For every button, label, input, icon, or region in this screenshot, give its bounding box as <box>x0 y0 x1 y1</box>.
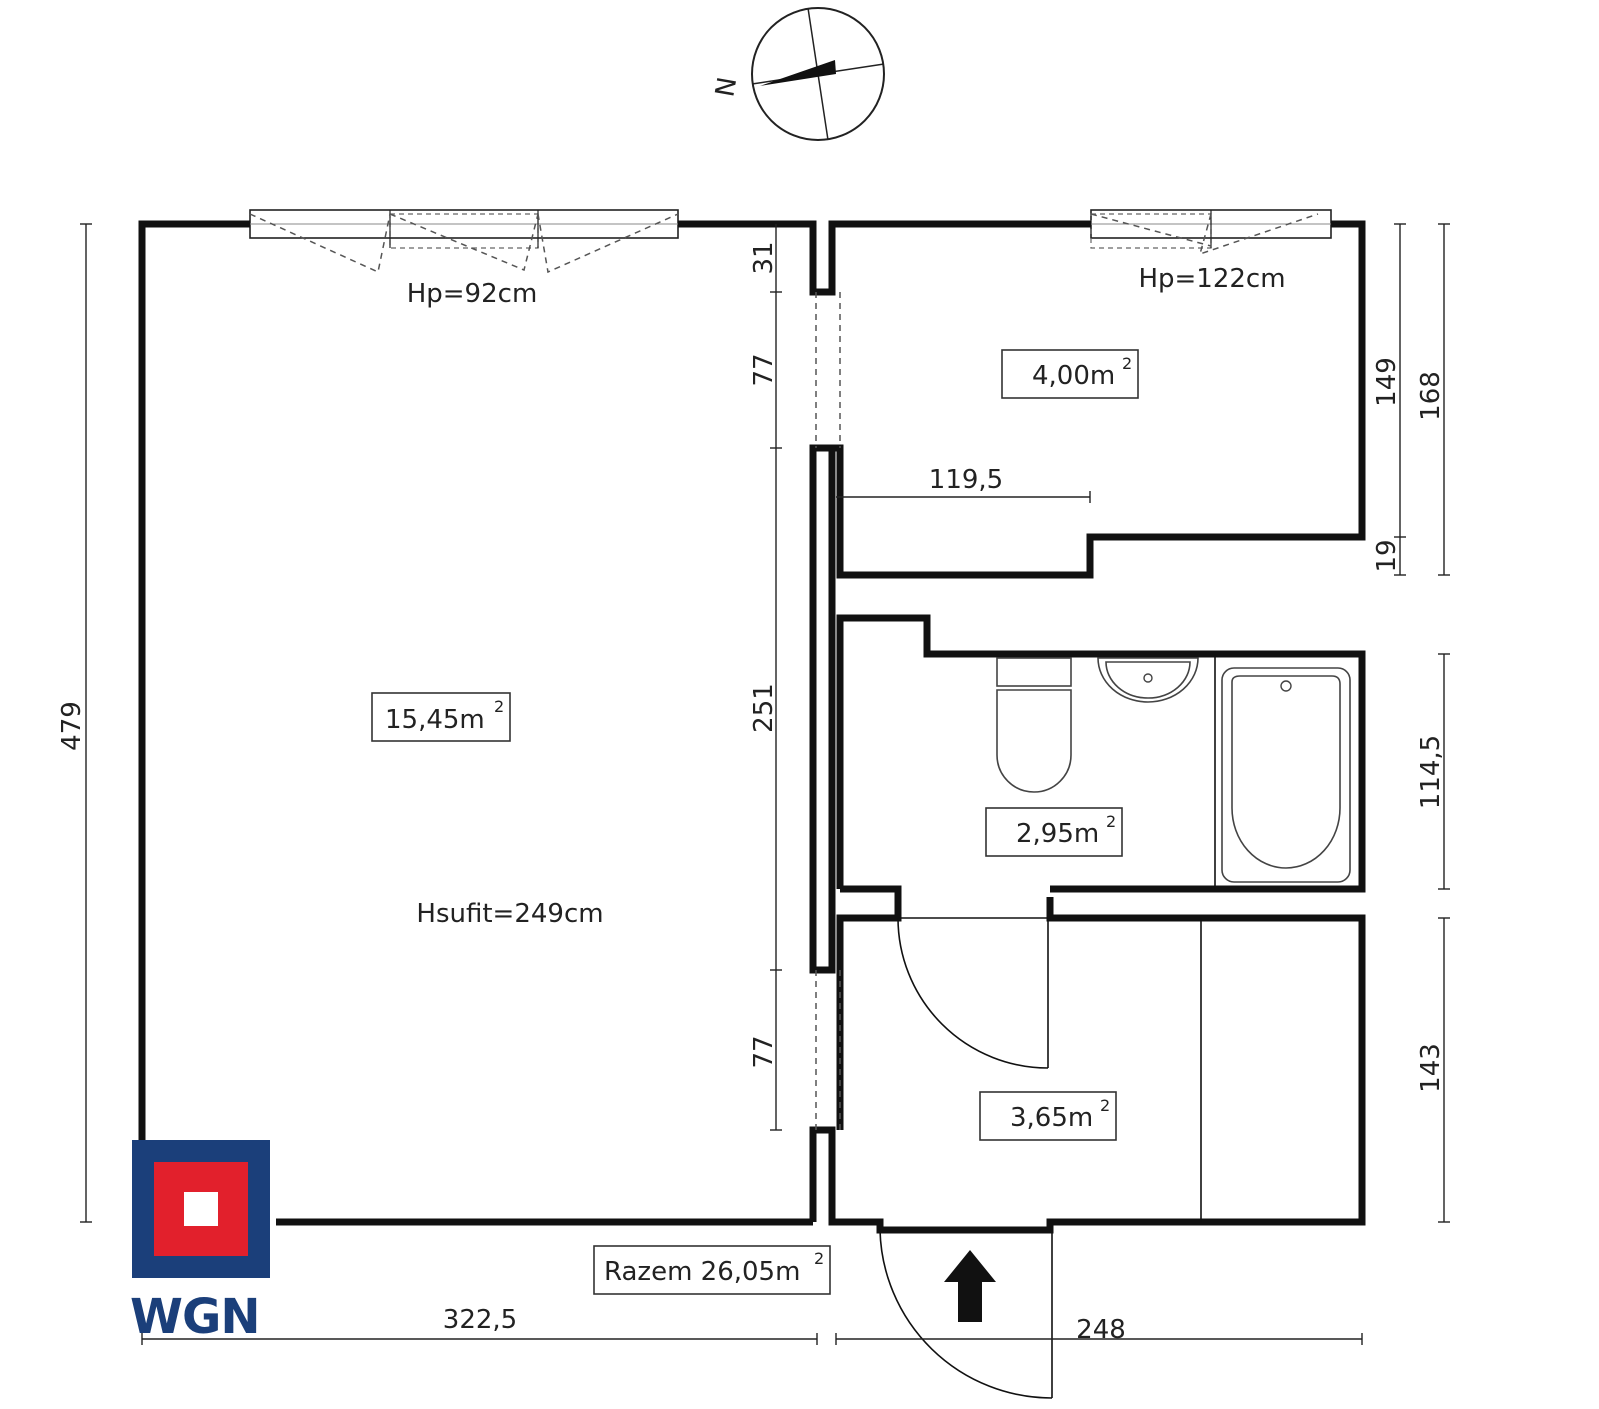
dim-overall-height: 479 <box>57 701 87 751</box>
bathtub-icon <box>1221 667 1351 883</box>
total-area-sup: 2 <box>814 1249 824 1268</box>
dim-kitchen-width: 119,5 <box>929 465 1003 495</box>
room-area-living-sup: 2 <box>494 697 504 716</box>
dim-wall-77-bottom: 77 <box>749 1035 779 1068</box>
dim-hall-143: 143 <box>1416 1043 1446 1093</box>
dim-bottom-right: 248 <box>1076 1315 1126 1345</box>
room-area-bathroom: 2,95m <box>1016 819 1099 849</box>
room-area-hall: 3,65m <box>1010 1103 1093 1133</box>
entrance-arrow-icon <box>944 1250 996 1322</box>
total-area-text: Razem 26,05m <box>604 1257 800 1287</box>
note-window-right: Hp=122cm <box>1138 264 1285 294</box>
room-label-bathroom: 2,95m 2 <box>985 807 1123 857</box>
dim-kitchen-19: 19 <box>1372 539 1402 572</box>
sink-icon <box>1097 657 1199 703</box>
room-label-living: 15,45m 2 <box>371 692 511 742</box>
compass-needle <box>760 60 836 86</box>
room-area-hall-sup: 2 <box>1100 1096 1110 1115</box>
note-ceiling: Hsufit=249cm <box>416 899 603 929</box>
total-area-label: Razem 26,05m 2 <box>593 1245 831 1295</box>
room-area-kitchen-sup: 2 <box>1122 354 1132 373</box>
bathroom-door <box>897 917 1049 1069</box>
dim-bottom-left: 322,5 <box>443 1305 517 1335</box>
note-window-left: Hp=92cm <box>407 279 538 309</box>
dim-bath-114-5: 114,5 <box>1416 735 1446 809</box>
dim-kitchen-168: 168 <box>1416 371 1446 421</box>
walls <box>138 220 1366 1234</box>
wgn-logo-text: WGN <box>130 1289 260 1345</box>
door-openings <box>815 292 841 1130</box>
room-area-kitchen: 4,00m <box>1032 361 1115 391</box>
dim-kitchen-149: 149 <box>1372 357 1402 407</box>
toilet-icon <box>996 657 1072 793</box>
dim-wall-31: 31 <box>749 241 779 274</box>
dim-wall-251: 251 <box>749 683 779 733</box>
window-right <box>1090 209 1332 256</box>
room-label-kitchen: 4,00m 2 <box>1001 349 1139 399</box>
wgn-logo: WGN <box>130 1140 270 1345</box>
room-area-living: 15,45m <box>385 705 485 735</box>
compass-north-label: N <box>710 75 743 99</box>
compass: N <box>710 7 885 141</box>
dim-wall-77-top: 77 <box>749 353 779 386</box>
room-label-hall: 3,65m 2 <box>979 1091 1117 1141</box>
dimension-lines <box>80 223 1450 1345</box>
entrance-door <box>879 1229 1053 1399</box>
window-left <box>249 209 679 274</box>
room-area-bathroom-sup: 2 <box>1106 812 1116 831</box>
